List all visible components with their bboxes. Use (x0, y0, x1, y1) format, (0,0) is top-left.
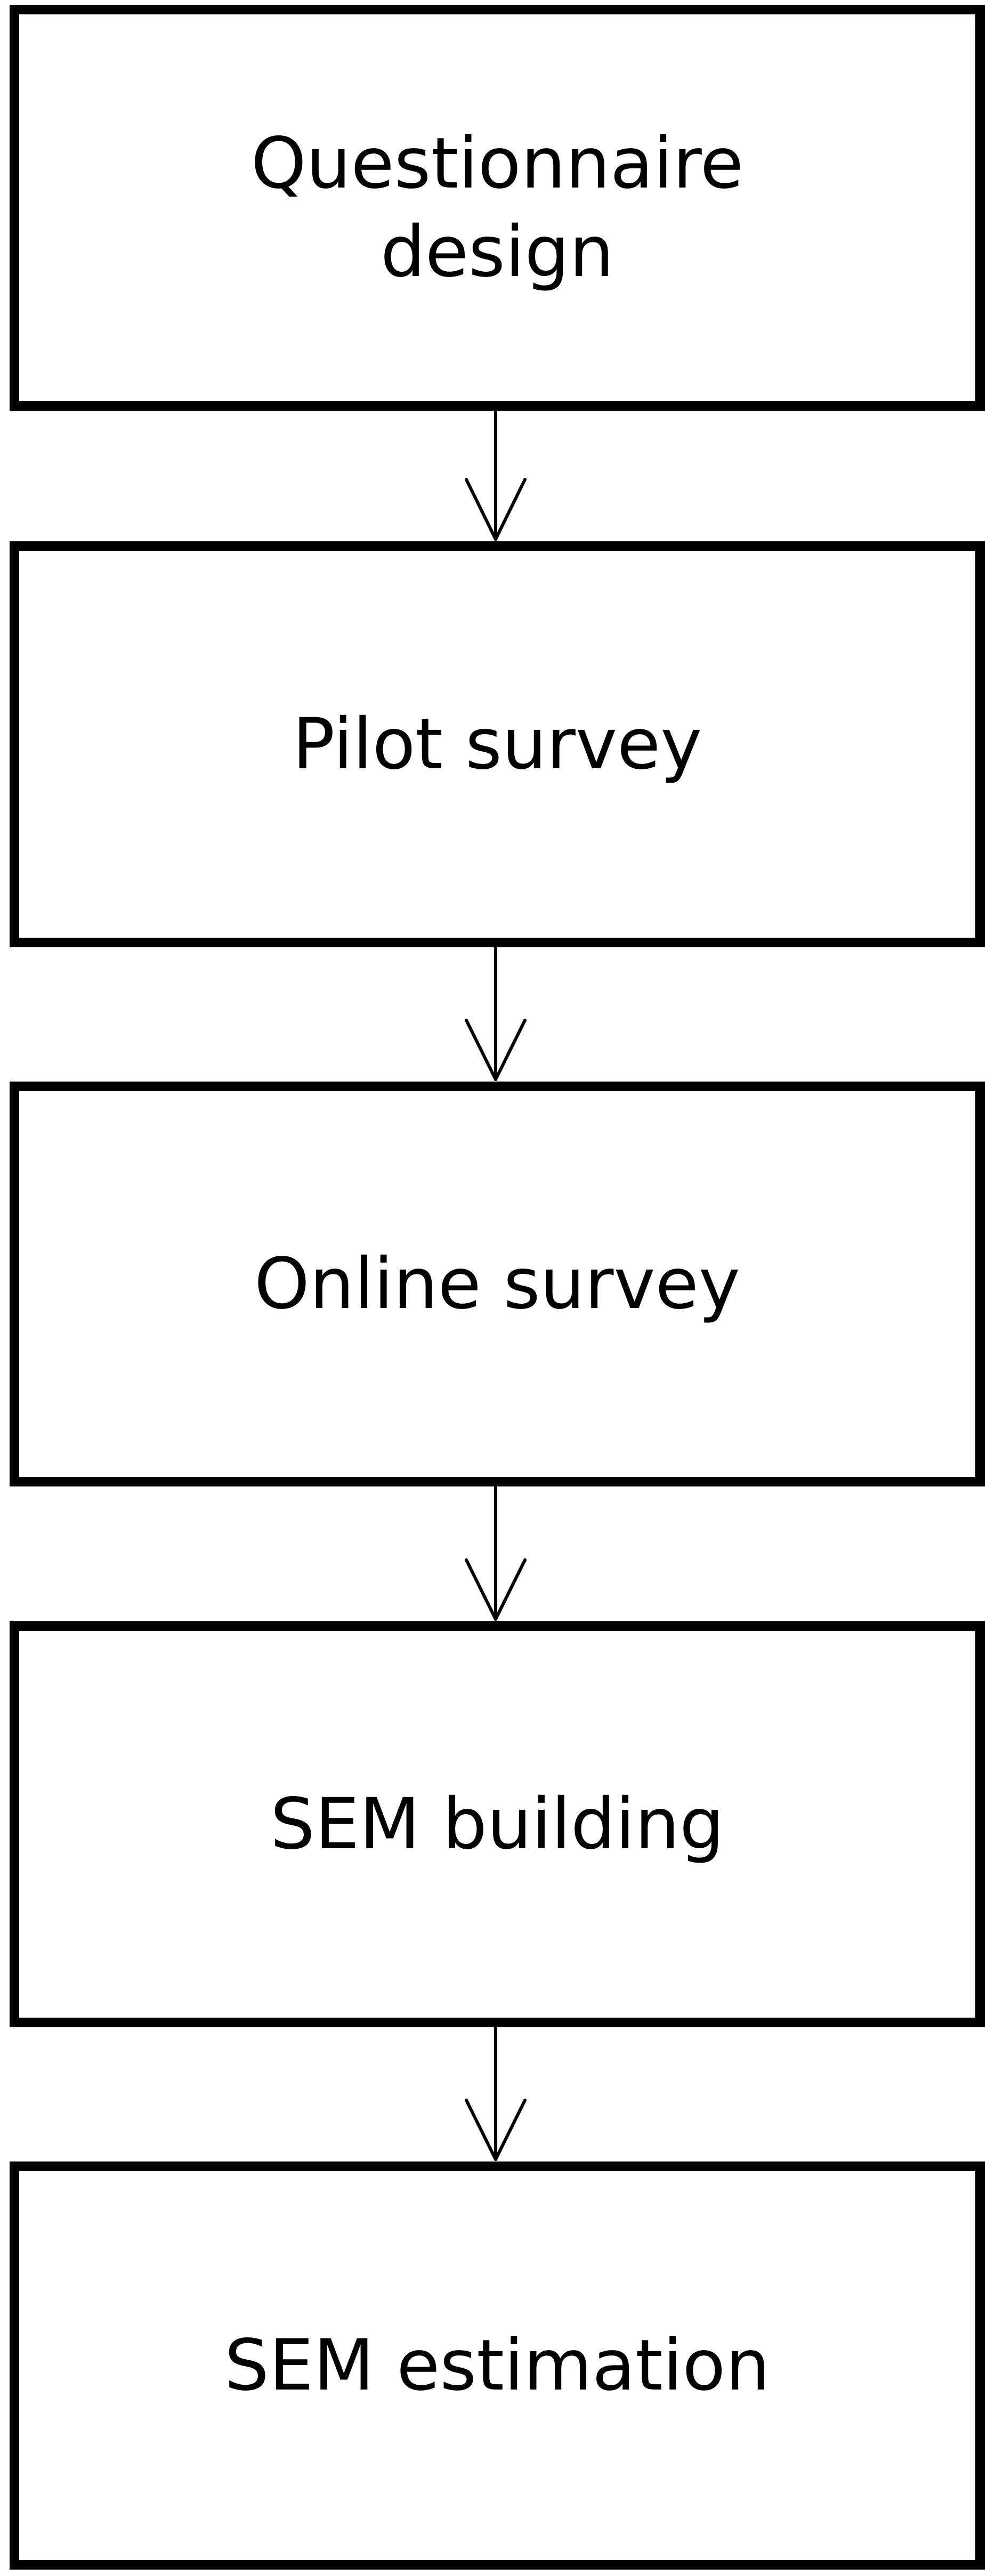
step-sem-estimation: SEM estimation (10, 2161, 985, 2570)
step-pilot-survey: Pilot survey (10, 541, 985, 947)
arrow-4-to-5 (465, 2026, 527, 2161)
step-label: SEM estimation (224, 2324, 770, 2407)
arrow-2-to-3 (465, 946, 527, 1081)
step-label: Pilot survey (292, 703, 702, 785)
arrow-3-to-4 (465, 1485, 527, 1621)
step-label: Online survey (254, 1242, 740, 1325)
step-label: SEM building (270, 1783, 724, 1865)
step-questionnaire-design: Questionnaire design (10, 5, 985, 411)
step-label: Questionnaire design (250, 122, 744, 293)
step-online-survey: Online survey (10, 1082, 985, 1486)
step-sem-building: SEM building (10, 1621, 985, 2027)
arrow-1-to-2 (465, 409, 527, 541)
